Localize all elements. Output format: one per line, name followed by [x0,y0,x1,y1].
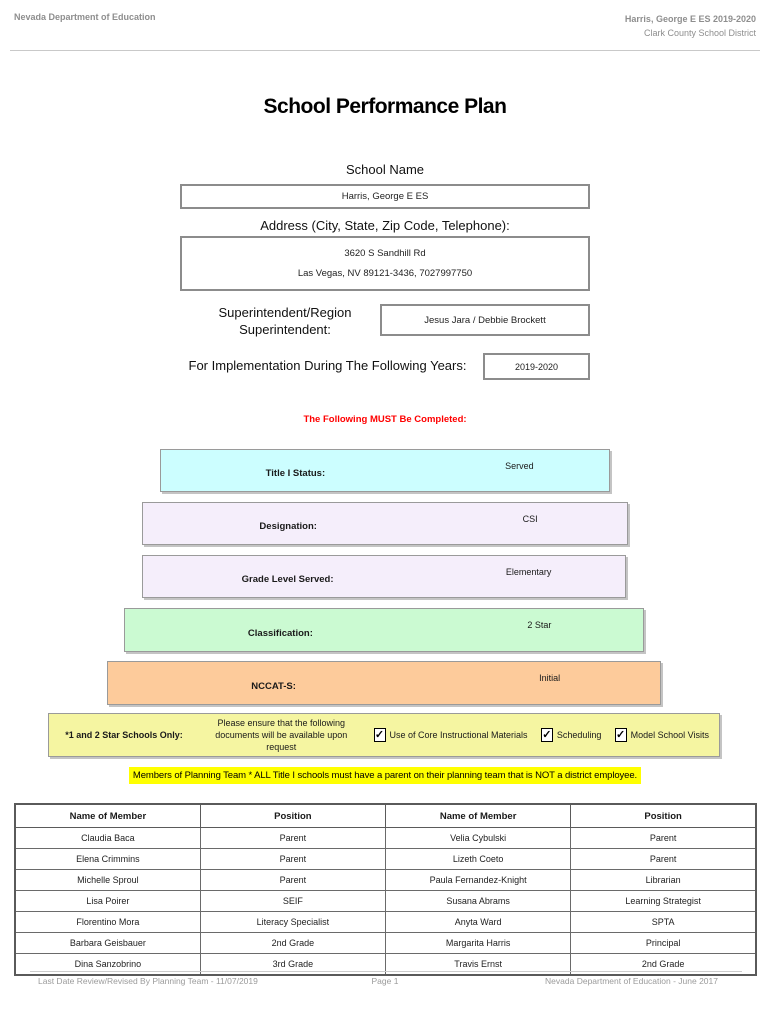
superintendent-label-line1: Superintendent/Region [218,305,352,320]
nccat-s-value: Initial [539,673,561,683]
implementation-years-field[interactable]: 2019-2020 [483,353,590,380]
member-name: Florentino Mora [14,911,201,933]
checkbox-item-core-materials: ✓ Use of Core Instructional Materials [373,728,528,742]
grade-level-label: Grade Level Served: [241,574,334,585]
member-name: Susana Abrams [384,890,572,912]
school-name-field[interactable]: Harris, George E ES [180,184,590,209]
member-name: Barbara Geisbauer [14,932,201,954]
member-name: Michelle Sproul [14,869,201,891]
superintendent-label-line2: Superintendent: [239,322,331,337]
member-name: Lisa Poirer [14,890,201,912]
footer-source: Nevada Department of Education - June 20… [545,976,718,986]
title-i-status-label: Title I Status: [265,468,326,479]
table-row: Dina Sanzobrino 3rd Grade Travis Ernst 2… [14,953,757,976]
member-position: 2nd Grade [199,932,387,954]
star-schools-label: *1 and 2 Star Schools Only: [65,730,183,740]
planning-team-notice: Members of Planning Team * ALL Title I s… [0,765,770,784]
designation-label: Designation: [259,521,317,532]
member-position: 3rd Grade [199,953,387,976]
status-row-classification: Classification: 2 Star [124,608,644,652]
table-row: Claudia Baca Parent Velia Cybulski Paren… [14,827,757,849]
star-schools-row: *1 and 2 Star Schools Only: Please ensur… [48,713,720,757]
member-position: SEIF [199,890,387,912]
member-name: Velia Cybulski [384,827,572,849]
col-header-position-2: Position [570,803,757,828]
implementation-years-value: 2019-2020 [514,361,559,372]
implementation-years-label: For Implementation During The Following … [188,358,467,373]
grade-level-value: Elementary [505,566,552,577]
header-district: Clark County School District [643,28,756,38]
status-row-designation: Designation: CSI [142,502,628,545]
member-position: Parent [570,827,757,849]
header-divider [10,50,760,51]
table-row: Michelle Sproul Parent Paula Fernandez-K… [14,869,757,891]
school-name-value: Harris, George E ES [341,191,429,202]
table-row: Florentino Mora Literacy Specialist Anyt… [14,911,757,933]
header-school-name-year: Harris, George E ES 2019-2020 [624,14,756,24]
header-agency: Nevada Department of Education [14,12,156,22]
member-name: Dina Sanzobrino [14,953,201,976]
col-header-position-1: Position [199,803,387,828]
page-title: School Performance Plan [263,95,507,118]
checkbox-label-model-school-visits: Model School Visits [630,730,709,740]
member-position: 2nd Grade [570,953,757,976]
star-schools-note: Please ensure that the following documen… [215,718,348,752]
checkbox-checked-icon[interactable]: ✓ [373,728,386,742]
classification-label: Classification: [247,627,313,639]
table-row: Elena Crimmins Parent Lizeth Coeto Paren… [14,848,757,870]
member-position: Parent [199,869,387,891]
school-name-label: School Name [345,162,425,177]
member-position: Parent [199,848,387,870]
planning-team-table: Name of Member Position Name of Member P… [14,803,757,976]
status-row-title-i-status: Title I Status: Served [160,449,610,492]
superintendent-label: Superintendent/Region Superintendent: [190,304,380,338]
member-position: Literacy Specialist [199,911,387,933]
checkbox-label-core-materials: Use of Core Instructional Materials [389,730,528,740]
checkbox-item-model-school-visits: ✓ Model School Visits [614,728,709,742]
member-position: Parent [570,848,757,870]
classification-value: 2 Star [527,620,552,630]
col-header-name-1: Name of Member [14,803,201,828]
address-city-state-zip: Las Vegas, NV 89121-3436, 7027997750 [297,268,473,280]
member-name: Travis Ernst [384,953,572,976]
member-name: Margarita Harris [384,932,572,954]
footer-divider [30,971,742,972]
superintendent-field[interactable]: Jesus Jara / Debbie Brockett [380,304,590,336]
member-name: Lizeth Coeto [384,848,572,870]
checkbox-checked-icon[interactable]: ✓ [614,728,627,742]
checkbox-item-scheduling: ✓ Scheduling [540,728,602,742]
member-position: Parent [199,827,387,849]
footer-revision-date: Last Date Review/Revised By Planning Tea… [38,976,258,986]
footer-page-number: Page 1 [371,976,399,986]
header-school-info: Harris, George E ES 2019-2020 Clark Coun… [625,12,756,40]
member-name: Anyta Ward [384,911,572,933]
superintendent-value: Jesus Jara / Debbie Brockett [424,314,546,326]
status-row-grade-level: Grade Level Served: Elementary [142,555,626,598]
checkbox-checked-icon[interactable]: ✓ [540,728,553,742]
address-label: Address (City, State, Zip Code, Telephon… [260,218,510,233]
address-street: 3620 S Sandhill Rd [344,247,426,259]
address-field[interactable]: 3620 S Sandhill Rd Las Vegas, NV 89121-3… [180,236,590,291]
planning-team-notice-text: Members of Planning Team * ALL Title I s… [128,767,642,784]
col-header-name-2: Name of Member [384,803,572,828]
member-name: Elena Crimmins [14,848,201,870]
must-complete-notice: The Following MUST Be Completed: [303,414,467,425]
member-position: Librarian [570,869,757,891]
status-row-nccat-s: NCCAT-S: Initial [107,661,661,705]
member-position: Learning Strategist [570,890,757,912]
table-row: Barbara Geisbauer 2nd Grade Margarita Ha… [14,932,757,954]
member-name: Paula Fernandez-Knight [384,869,572,891]
checkbox-label-scheduling: Scheduling [556,730,602,740]
table-row: Lisa Poirer SEIF Susana Abrams Learning … [14,890,757,912]
table-header-row: Name of Member Position Name of Member P… [14,803,757,828]
nccat-s-label: NCCAT-S: [251,680,296,692]
title-i-status-value: Served [505,460,534,471]
member-name: Claudia Baca [14,827,201,849]
member-position: SPTA [570,911,757,933]
member-position: Principal [570,932,757,954]
designation-value: CSI [522,513,538,524]
